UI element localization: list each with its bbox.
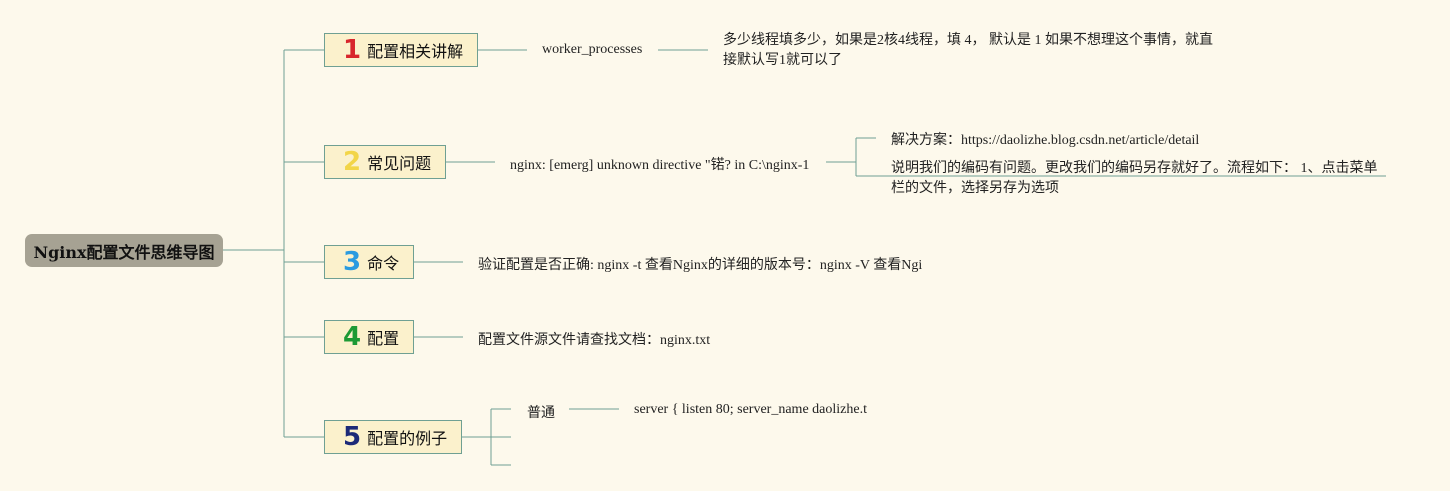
branch-label-3: 命令 [367, 254, 400, 273]
b2-child-text[interactable]: nginx: [emerg] unknown directive "锘? in … [510, 158, 810, 173]
number-three-icon: 3 [343, 247, 362, 277]
b2-detail-text-1[interactable]: 解决方案：https://daolizhe.blog.csdn.net/arti… [891, 133, 1200, 148]
branch-node-4[interactable]: 4 配置 [324, 320, 414, 354]
b5-child-text[interactable]: 普通 [527, 405, 555, 421]
b4-child-text[interactable]: 配置文件源文件请查找文档：nginx.txt [478, 333, 711, 348]
b3-child-text[interactable]: 验证配置是否正确: nginx -t 查看Nginx的详细的版本号：nginx … [478, 258, 923, 273]
number-one-icon: 1 [343, 35, 362, 65]
number-four-icon: 4 [343, 322, 362, 352]
b1-detail-text[interactable]: 多少线程填多少，如果是2核4线程，填 4， 默认是 1 如果不想理这个事情，就直… [723, 33, 1213, 68]
branch-label-4: 配置 [367, 329, 400, 348]
branch-node-5[interactable]: 5 配置的例子 [324, 420, 462, 454]
number-five-icon: 5 [343, 422, 362, 452]
b2-detail-text-2[interactable]: 说明我们的编码有问题。更改我们的编码另存就好了。流程如下： 1、点击菜单栏的文件… [891, 161, 1378, 196]
branch-node-1[interactable]: 1 配置相关讲解 [324, 33, 478, 67]
root-node[interactable]: Nginx配置文件思维导图 [25, 234, 223, 267]
branch-node-3[interactable]: 3 命令 [324, 245, 414, 279]
b5-detail-text[interactable]: server { listen 80; server_name daolizhe… [634, 402, 867, 417]
b1-child-text[interactable]: worker_processes [542, 42, 643, 57]
number-two-icon: 2 [343, 147, 362, 177]
branch-label-1: 配置相关讲解 [367, 42, 464, 61]
branch-node-2[interactable]: 2 常见问题 [324, 145, 446, 179]
root-label: Nginx配置文件思维导图 [33, 242, 215, 262]
branch-label-2: 常见问题 [367, 154, 432, 173]
branch-label-5: 配置的例子 [367, 429, 448, 448]
